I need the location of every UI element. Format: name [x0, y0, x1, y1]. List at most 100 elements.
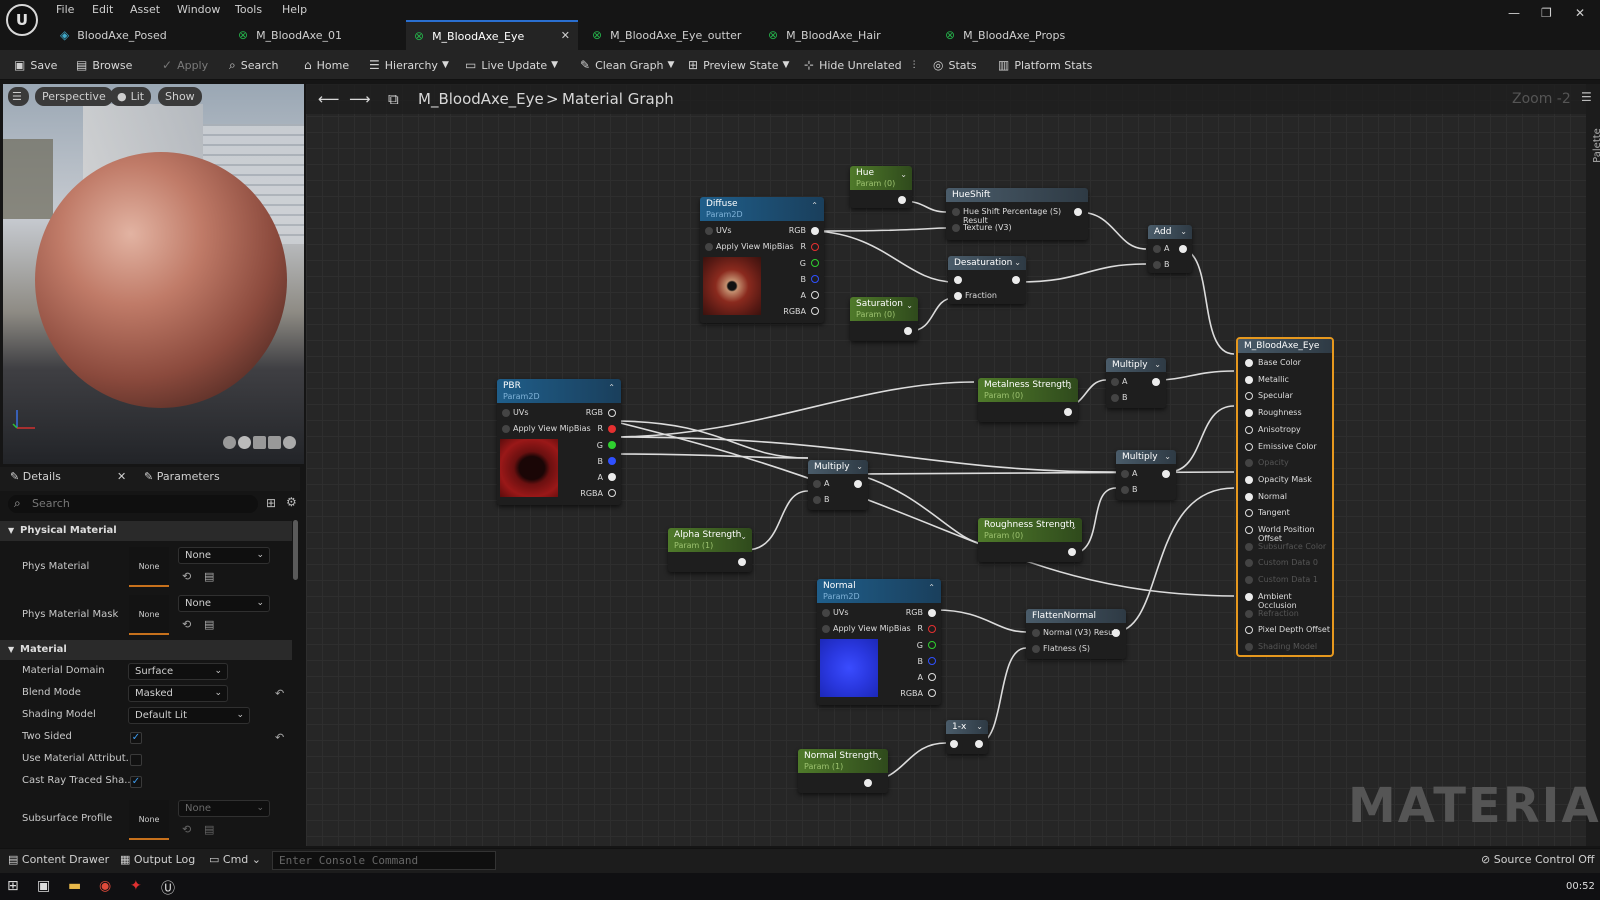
browse-asset-icon[interactable]: ⟲	[182, 618, 192, 631]
material-input-pin[interactable]	[1245, 442, 1253, 451]
output-pin[interactable]	[811, 243, 819, 251]
material-input-pin[interactable]	[1245, 425, 1253, 434]
node-multiply-roughness[interactable]: Multiply ⌄ A B	[1116, 450, 1176, 500]
output-pin[interactable]	[854, 480, 862, 488]
details-search-input[interactable]: Search	[8, 495, 258, 513]
teapot-shape-icon[interactable]	[283, 436, 296, 449]
material-preview-viewport[interactable]	[3, 84, 304, 464]
chevron-down-icon[interactable]: ⌄	[1180, 227, 1187, 236]
material-input-pin[interactable]	[1245, 576, 1253, 585]
lit-button[interactable]: ●Lit	[110, 87, 152, 106]
output-pin[interactable]	[811, 259, 819, 267]
plane-shape-icon[interactable]	[253, 436, 266, 449]
tab-m-bloodaxe-props[interactable]: ⊗M_BloodAxe_Props	[945, 28, 1066, 42]
input-pin[interactable]	[952, 224, 960, 232]
file-explorer-icon[interactable]: ▬	[68, 878, 82, 894]
material-input-pin[interactable]	[1245, 559, 1253, 568]
unreal-logo-icon[interactable]: U	[6, 4, 38, 36]
collapse-icon[interactable]: ⌃	[811, 201, 818, 210]
material-input-pin[interactable]	[1245, 642, 1253, 651]
live-update-button[interactable]: ▭Live Update▼	[465, 58, 559, 72]
menu-file[interactable]: File	[56, 3, 75, 16]
console-command-input[interactable]: Enter Console Command	[272, 851, 496, 870]
tab-details[interactable]: ✎ Details	[10, 470, 61, 483]
material-input-pin[interactable]	[1245, 509, 1253, 518]
minimize-icon[interactable]: —	[1508, 6, 1520, 20]
material-input-pin[interactable]	[1245, 609, 1253, 618]
chevron-down-icon[interactable]: ⌄	[876, 753, 883, 762]
input-pin[interactable]	[502, 425, 510, 433]
section-physical-material[interactable]: ▼Physical Material	[0, 521, 292, 541]
output-pin[interactable]	[928, 689, 936, 697]
material-input-pin[interactable]	[1245, 492, 1253, 501]
restore-icon[interactable]: ❐	[1541, 6, 1552, 20]
chevron-down-icon[interactable]: ⌄	[740, 532, 747, 541]
chevron-down-icon[interactable]: ⌄	[976, 722, 983, 731]
cylinder-shape-icon[interactable]	[223, 436, 236, 449]
input-pin[interactable]	[954, 276, 962, 284]
input-pin[interactable]	[952, 208, 960, 216]
material-input-pin[interactable]	[1245, 542, 1253, 551]
cube-shape-icon[interactable]	[268, 436, 281, 449]
material-domain-combo[interactable]: Surface⌄	[128, 663, 228, 680]
browse-asset-icon[interactable]: ⟲	[182, 823, 192, 836]
tab-m-bloodaxe-eye-outter[interactable]: ⊗M_BloodAxe_Eye_outter	[592, 28, 742, 42]
palette-sidebar[interactable]	[1586, 84, 1600, 846]
input-pin[interactable]	[1121, 486, 1129, 494]
hierarchy-button[interactable]: ☰Hierarchy▼	[369, 58, 449, 72]
input-pin[interactable]	[822, 609, 830, 617]
node-desaturation[interactable]: Desaturation ⌄ Fraction	[948, 256, 1026, 304]
output-pin[interactable]	[1064, 408, 1072, 416]
windows-start-icon[interactable]: ⊞	[7, 878, 19, 894]
input-pin[interactable]	[813, 480, 821, 488]
forward-arrow-icon[interactable]: ⟶	[349, 90, 371, 108]
app-icon[interactable]: ✦	[130, 878, 142, 894]
output-pin[interactable]	[608, 457, 616, 465]
menu-help[interactable]: Help	[282, 3, 308, 16]
palette-tab[interactable]: Palette	[1591, 128, 1600, 163]
section-material[interactable]: ▼Material	[0, 640, 292, 660]
tab-bloodaxe-posed[interactable]: ◈BloodAxe_Posed	[60, 28, 167, 42]
node-saturation[interactable]: Saturation Param (0) ⌄	[850, 297, 918, 341]
chevron-down-icon[interactable]: ⌄	[1014, 258, 1021, 267]
input-pin[interactable]	[1032, 645, 1040, 653]
viewport-menu-button[interactable]: ☰	[8, 87, 29, 106]
use-selected-icon[interactable]: ▤	[204, 570, 215, 583]
input-pin[interactable]	[1121, 470, 1129, 478]
input-pin[interactable]	[1153, 261, 1161, 269]
material-input-pin[interactable]	[1245, 592, 1253, 601]
reset-to-default-icon[interactable]: ↶	[275, 731, 285, 744]
input-pin[interactable]	[1153, 245, 1161, 253]
output-pin[interactable]	[1112, 629, 1120, 637]
chevron-down-icon[interactable]: ⌄	[856, 462, 863, 471]
breadcrumb-asset[interactable]: M_BloodAxe_Eye	[418, 90, 544, 108]
hide-unrelated-button[interactable]: ⊹Hide Unrelated⋮	[804, 58, 919, 72]
menu-asset[interactable]: Asset	[130, 3, 161, 16]
input-pin[interactable]	[705, 227, 713, 235]
more-options-icon[interactable]: ⋮	[909, 60, 919, 70]
material-input-pin[interactable]	[1245, 392, 1253, 401]
search-button[interactable]: ⌕Search	[229, 57, 279, 72]
chrome-icon[interactable]: ◉	[99, 878, 112, 894]
unreal-engine-taskbar-icon[interactable]: Ⓤ	[161, 881, 175, 897]
subsurface-profile-thumbnail[interactable]: None	[129, 800, 169, 840]
palette-menu-icon[interactable]: ☰	[1581, 90, 1592, 104]
phys-material-combo[interactable]: None⌄	[178, 547, 270, 564]
chevron-down-icon[interactable]: ⌄	[1154, 360, 1161, 369]
output-pin[interactable]	[904, 327, 912, 335]
input-pin[interactable]	[502, 409, 510, 417]
input-pin[interactable]	[950, 740, 958, 748]
node-pbr[interactable]: PBR Param2D ⌃ UVs RGB Apply View MipBias…	[497, 379, 621, 505]
output-pin[interactable]	[1068, 548, 1076, 556]
platform-stats-button[interactable]: ▥Platform Stats	[998, 58, 1093, 72]
cmd-dropdown[interactable]: ▭ Cmd ⌄	[209, 853, 261, 866]
chevron-down-icon[interactable]: ⌄	[900, 170, 907, 179]
input-pin[interactable]	[705, 243, 713, 251]
tab-m-bloodaxe-eye[interactable]: ⊗M_BloodAxe_Eye✕	[406, 20, 578, 50]
blend-mode-combo[interactable]: Masked⌄	[128, 685, 228, 702]
cast-ray-traced-checkbox[interactable]: ✓	[130, 776, 142, 788]
node-hue[interactable]: Hue Param (0) ⌄	[850, 166, 912, 208]
close-details-icon[interactable]: ✕	[117, 470, 127, 483]
stats-button[interactable]: ◎Stats	[933, 58, 977, 72]
